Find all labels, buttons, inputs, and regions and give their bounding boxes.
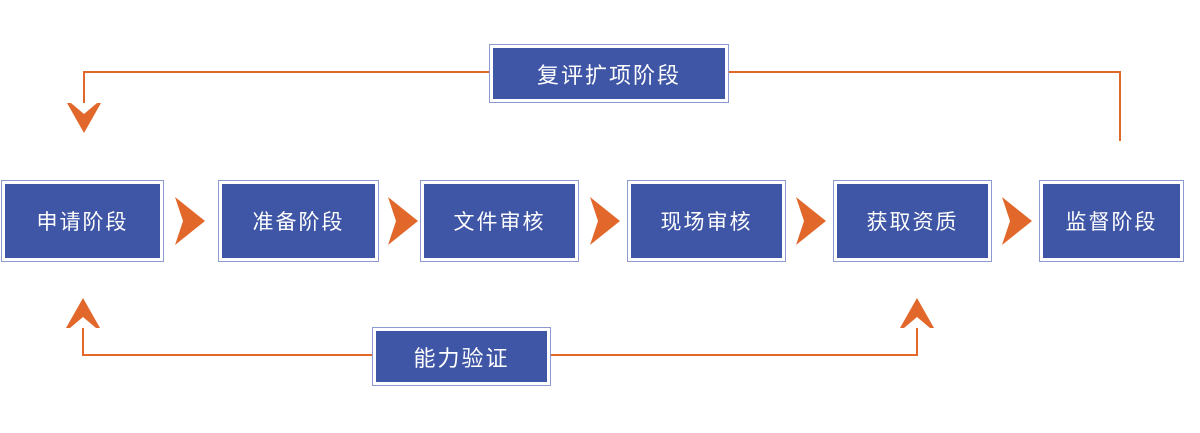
stage-node-obtain-qualification[interactable]: 获取资质 xyxy=(833,180,992,262)
bottom-branch-left-line xyxy=(82,354,374,356)
branch-node-proficiency-testing-label: 能力验证 xyxy=(413,345,510,371)
chevron-right-icon-4 xyxy=(794,193,828,249)
stage-node-application[interactable]: 申请阶段 xyxy=(1,180,164,262)
stage-node-supervision[interactable]: 监督阶段 xyxy=(1039,180,1184,262)
chevron-right-icon-5 xyxy=(1000,193,1034,249)
top-branch-right-drop-line xyxy=(1119,71,1121,141)
bottom-branch-right-riser-line xyxy=(916,320,918,355)
branch-node-reassessment-label: 复评扩项阶段 xyxy=(536,62,681,88)
stage-node-obtain-qualification-label: 获取资质 xyxy=(866,211,959,234)
bottom-branch-right-line xyxy=(549,354,918,356)
stage-node-preparation[interactable]: 准备阶段 xyxy=(218,180,379,262)
stage-node-application-label: 申请阶段 xyxy=(36,211,129,234)
bottom-branch-right-up-arrowhead xyxy=(900,298,934,328)
stage-node-preparation-label: 准备阶段 xyxy=(252,211,345,234)
chevron-right-icon-3 xyxy=(588,193,622,249)
bottom-branch-left-riser-line xyxy=(82,320,84,355)
branch-node-proficiency-testing[interactable]: 能力验证 xyxy=(372,327,551,386)
branch-node-reassessment[interactable]: 复评扩项阶段 xyxy=(489,44,729,103)
top-branch-down-arrowhead xyxy=(67,103,101,133)
chevron-right-icon-2 xyxy=(386,193,420,249)
stage-node-onsite-review-label: 现场审核 xyxy=(660,211,753,234)
stage-node-document-review-label: 文件审核 xyxy=(453,211,546,234)
top-branch-right-line xyxy=(727,71,1121,73)
stage-node-supervision-label: 监督阶段 xyxy=(1065,211,1158,234)
chevron-right-icon-1 xyxy=(173,193,207,249)
stage-node-document-review[interactable]: 文件审核 xyxy=(420,180,579,262)
bottom-branch-left-up-arrowhead xyxy=(66,298,100,328)
stage-node-onsite-review[interactable]: 现场审核 xyxy=(627,180,786,262)
top-branch-left-line xyxy=(83,71,491,73)
top-branch-left-drop-line xyxy=(83,71,85,106)
